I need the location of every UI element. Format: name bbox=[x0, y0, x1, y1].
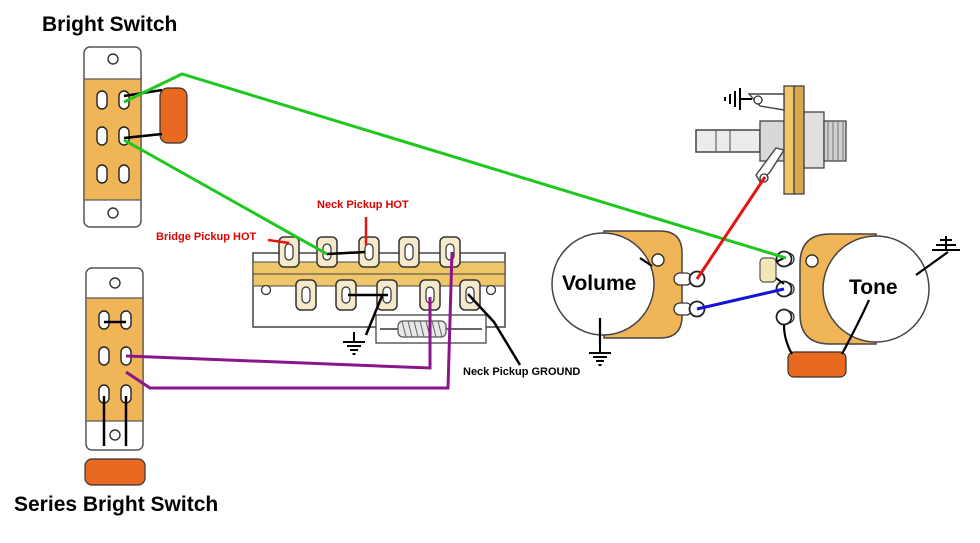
terminal-strip bbox=[252, 236, 506, 328]
ground-symbol bbox=[342, 331, 366, 355]
capacitor bbox=[787, 351, 847, 378]
volume-pot bbox=[551, 230, 706, 339]
ground-symbol bbox=[588, 342, 612, 366]
blue-wire bbox=[696, 287, 785, 311]
red-wire bbox=[695, 176, 767, 280]
neck-pickup-ground-label: Neck Pickup GROUND bbox=[463, 366, 581, 378]
ground-symbol bbox=[932, 236, 960, 251]
output-jack bbox=[695, 85, 847, 195]
tone-pot bbox=[775, 233, 930, 345]
tone-label: Tone bbox=[849, 276, 898, 299]
series-switch-lever[interactable] bbox=[84, 458, 146, 486]
green-wire-2 bbox=[123, 138, 328, 256]
ground-symbol bbox=[724, 88, 752, 110]
bridge-pickup-hot-label: Bridge Pickup HOT bbox=[156, 231, 257, 243]
green-wire-1 bbox=[123, 72, 787, 260]
neck-pickup-hot-label: Neck Pickup HOT bbox=[317, 199, 409, 211]
series-bright-switch bbox=[85, 267, 144, 451]
purple-wire-1 bbox=[125, 297, 432, 370]
bright-switch-label: Bright Switch bbox=[42, 13, 178, 36]
purple-wire-2 bbox=[125, 251, 454, 390]
bright-switch-lever[interactable] bbox=[159, 87, 188, 144]
volume-label: Volume bbox=[562, 272, 637, 295]
series-bright-switch-label: Series Bright Switch bbox=[14, 493, 219, 516]
